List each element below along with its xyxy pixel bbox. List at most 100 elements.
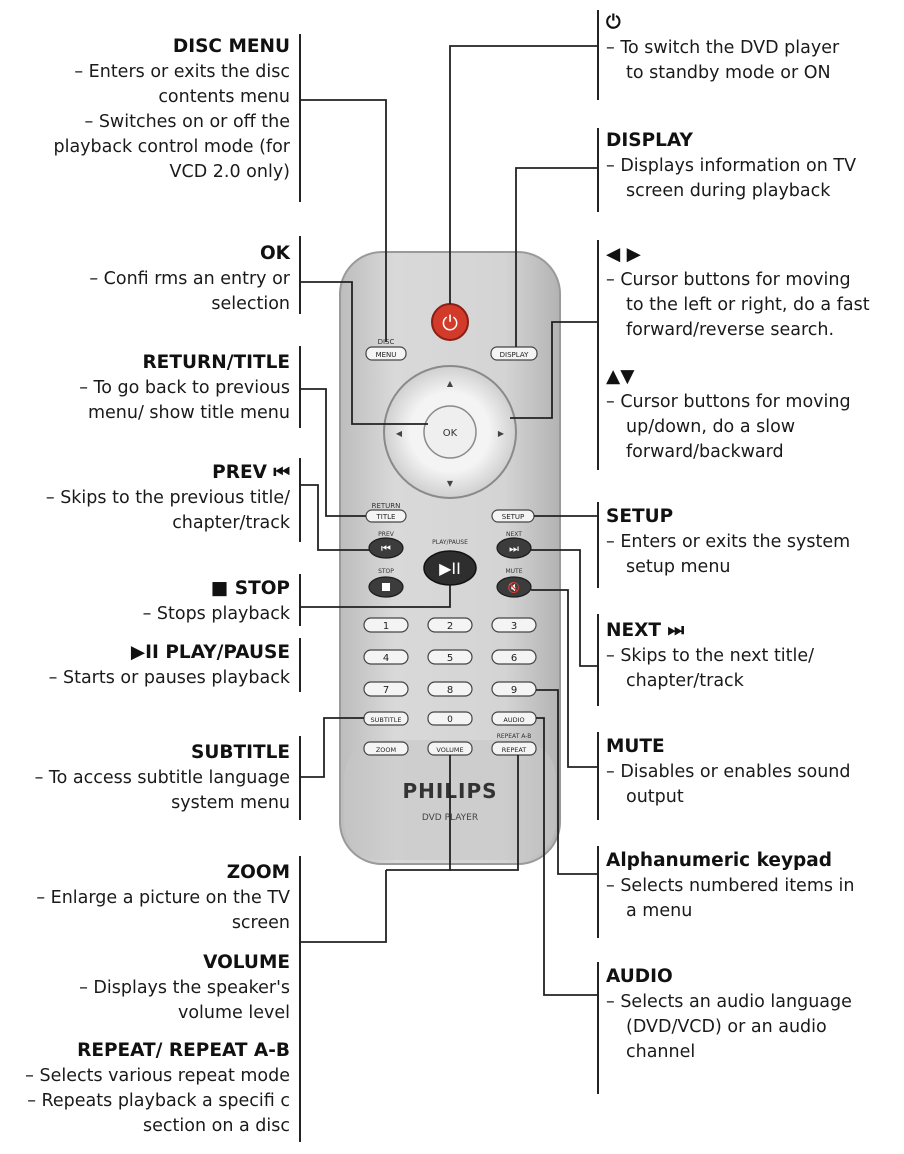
down-arrow-icon[interactable]: ▼: [447, 479, 454, 488]
zoom-button-label: ZOOM: [376, 746, 396, 754]
remote-repeat-ab-label: REPEAT A-B: [497, 733, 532, 740]
annotation-line: – To go back to previous: [79, 378, 290, 398]
annotation-title: AUDIO: [606, 966, 673, 987]
annotation-line: – Confi rms an entry or: [89, 269, 290, 289]
numeric-keypad: 1 2 3 4 5 6 7 8 9: [363, 617, 537, 697]
annotation-line: – Cursor buttons for moving: [606, 392, 851, 412]
key-9-label: 9: [511, 685, 517, 696]
stop-icon: [382, 583, 390, 591]
annotation-line: – Skips to the next title/: [606, 646, 815, 666]
remote-stop-label: STOP: [378, 568, 394, 575]
setup-button-label: SETUP: [502, 513, 525, 521]
power-icon: ⏻: [606, 12, 621, 33]
remote-prev-label: PREV: [378, 531, 395, 538]
left-arrow-icon[interactable]: ◀: [396, 429, 403, 438]
next-button[interactable]: [496, 537, 532, 559]
annotation-mute: MUTE – Disables or enables sound output: [606, 734, 902, 810]
model-label: DVD PLAYER: [422, 813, 478, 823]
annotation-zoom: ZOOM – Enlarge a picture on the TV scree…: [0, 860, 290, 936]
annotation-line: – To switch the DVD player: [606, 38, 840, 58]
annotation-line: forward/backward: [626, 442, 784, 462]
prev-button[interactable]: [368, 537, 404, 559]
annotation-line: playback control mode (for: [53, 137, 290, 157]
remote-play-pause-label: PLAY/PAUSE: [432, 539, 468, 546]
up-arrow-icon[interactable]: ▲: [447, 379, 454, 388]
annotation-line: up/down, do a slow: [626, 417, 796, 437]
key-2-label: 2: [447, 621, 453, 632]
annotation-title: RETURN/TITLE: [142, 352, 290, 373]
annotation-title: ■ STOP: [210, 578, 290, 599]
annotation-line: – Enlarge a picture on the TV: [36, 888, 290, 908]
annotation-title: VOLUME: [203, 952, 290, 973]
annotation-prev: PREV ⏮ – Skips to the previous title/ ch…: [0, 460, 290, 536]
annotation-line: VCD 2.0 only): [169, 162, 290, 182]
left-right-arrows-icon: ◀ ▶: [606, 244, 641, 265]
annotation-display: DISPLAY – Displays information on TV scr…: [606, 128, 902, 204]
annotation-title: PREV ⏮: [212, 462, 290, 483]
remote-mute-label: MUTE: [505, 568, 522, 575]
subtitle-button[interactable]: [363, 711, 409, 726]
key-6-label: 6: [511, 653, 517, 664]
annotation-title: SUBTITLE: [191, 742, 290, 763]
subtitle-button-label: SUBTITLE: [371, 716, 402, 724]
annotation-title: NEXT ⏭: [606, 620, 685, 641]
disc-menu-button-label: MENU: [376, 351, 397, 359]
annotation-title: OK: [259, 243, 290, 264]
annotation-line: chapter/track: [172, 513, 290, 533]
annotation-play-pause: ▶II PLAY/PAUSE – Starts or pauses playba…: [0, 640, 290, 691]
annotation-line: – Displays the speaker's: [79, 978, 290, 998]
annotation-keypad: Alphanumeric keypad – Selects numbered i…: [606, 848, 902, 924]
annotation-repeat: REPEAT/ REPEAT A-B – Selects various rep…: [0, 1038, 290, 1139]
annotation-line: – Enters or exits the disc: [74, 62, 290, 82]
annotation-line: contents menu: [158, 87, 290, 107]
annotation-line: a menu: [626, 901, 693, 921]
annotation-ok: OK – Confi rms an entry or selection: [0, 241, 290, 317]
annotation-line: – Skips to the previous title/: [45, 488, 290, 508]
annotation-line: to the left or right, do a fast: [626, 295, 870, 315]
annotation-line: forward/reverse search.: [626, 320, 835, 340]
annotation-line: – Selects numbered items in: [606, 876, 855, 896]
power-button[interactable]: [431, 303, 469, 341]
annotation-line: – Switches on or off the: [84, 112, 291, 132]
play-pause-icon: ▶II: [439, 559, 461, 578]
annotation-disc-menu: DISC MENU – Enters or exits the disc con…: [0, 34, 290, 185]
annotation-line: selection: [211, 294, 290, 314]
key-4-label: 4: [383, 653, 389, 664]
ok-button[interactable]: [423, 405, 477, 459]
annotation-return-title: RETURN/TITLE – To go back to previous me…: [0, 350, 290, 426]
remote-disc-label: DISC: [378, 338, 395, 346]
annotation-line: section on a disc: [143, 1116, 290, 1136]
key-1-button[interactable]: [363, 617, 409, 633]
annotation-title: ▶II PLAY/PAUSE: [130, 642, 290, 663]
key-0-button[interactable]: [427, 711, 473, 726]
annotation-line: setup menu: [626, 557, 731, 577]
annotation-line: – To access subtitle language: [34, 768, 290, 788]
annotation-stop: ■ STOP – Stops playback: [0, 576, 290, 627]
remote-next-label: NEXT: [506, 531, 522, 538]
key-7-label: 7: [383, 685, 389, 696]
annotation-title: MUTE: [606, 736, 665, 757]
annotation-line: screen: [231, 913, 290, 933]
annotation-line: chapter/track: [626, 671, 744, 691]
annotation-line: volume level: [177, 1003, 290, 1023]
key-1-label: 1: [383, 621, 389, 632]
annotation-power: ⏻ – To switch the DVD player to standby …: [606, 10, 902, 86]
annotation-next: NEXT ⏭ – Skips to the next title/ chapte…: [606, 618, 902, 694]
key-2-button[interactable]: [427, 617, 473, 633]
key-8-button[interactable]: [427, 681, 473, 697]
key-0-label: 0: [447, 715, 453, 725]
repeat-button-label: REPEAT: [502, 746, 527, 754]
annotation-line: – Cursor buttons for moving: [606, 270, 851, 290]
key-5-button[interactable]: [427, 649, 473, 665]
key-8-label: 8: [447, 685, 453, 696]
mute-icon: 🔇: [508, 581, 520, 594]
key-4-button[interactable]: [363, 649, 409, 665]
annotation-subtitle: SUBTITLE – To access subtitle language s…: [0, 740, 290, 816]
up-down-arrows-icon: ▲▼: [606, 366, 635, 387]
key-3-label: 3: [511, 621, 517, 632]
right-arrow-icon[interactable]: ▶: [498, 429, 505, 438]
prev-icon: ⏮: [381, 542, 391, 555]
next-icon: ⏭: [509, 542, 519, 555]
key-7-button[interactable]: [363, 681, 409, 697]
annotation-line: – Selects an audio language: [606, 992, 852, 1012]
